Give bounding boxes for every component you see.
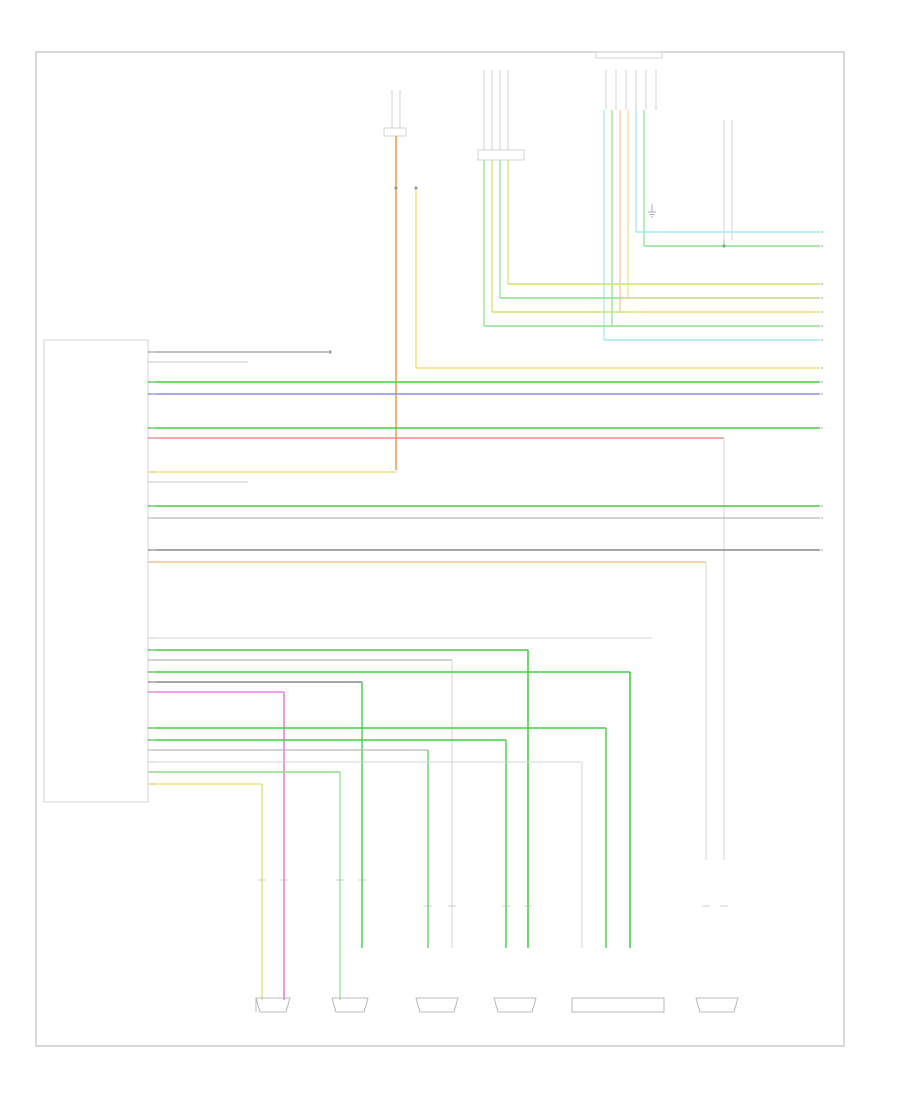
speaker-icon [695, 997, 739, 1013]
top-fuse-block [383, 90, 407, 137]
speaker-icon [331, 997, 369, 1013]
ground-icon [648, 204, 656, 218]
speaker-icon [415, 997, 459, 1013]
diagram-frame [35, 51, 845, 1047]
radio-pin-ticks [150, 351, 156, 785]
speaker-icon [571, 997, 665, 1013]
top-amplifier-connector [477, 70, 525, 161]
radio-module-outline [43, 339, 148, 803]
right-edge-terminals [821, 231, 823, 551]
speaker-icon [493, 997, 537, 1013]
top-right-connector [595, 51, 663, 110]
splice-icon [328, 186, 726, 354]
top-small-connector [723, 120, 733, 240]
speaker-icon [255, 997, 291, 1013]
connector-icon [258, 879, 728, 907]
